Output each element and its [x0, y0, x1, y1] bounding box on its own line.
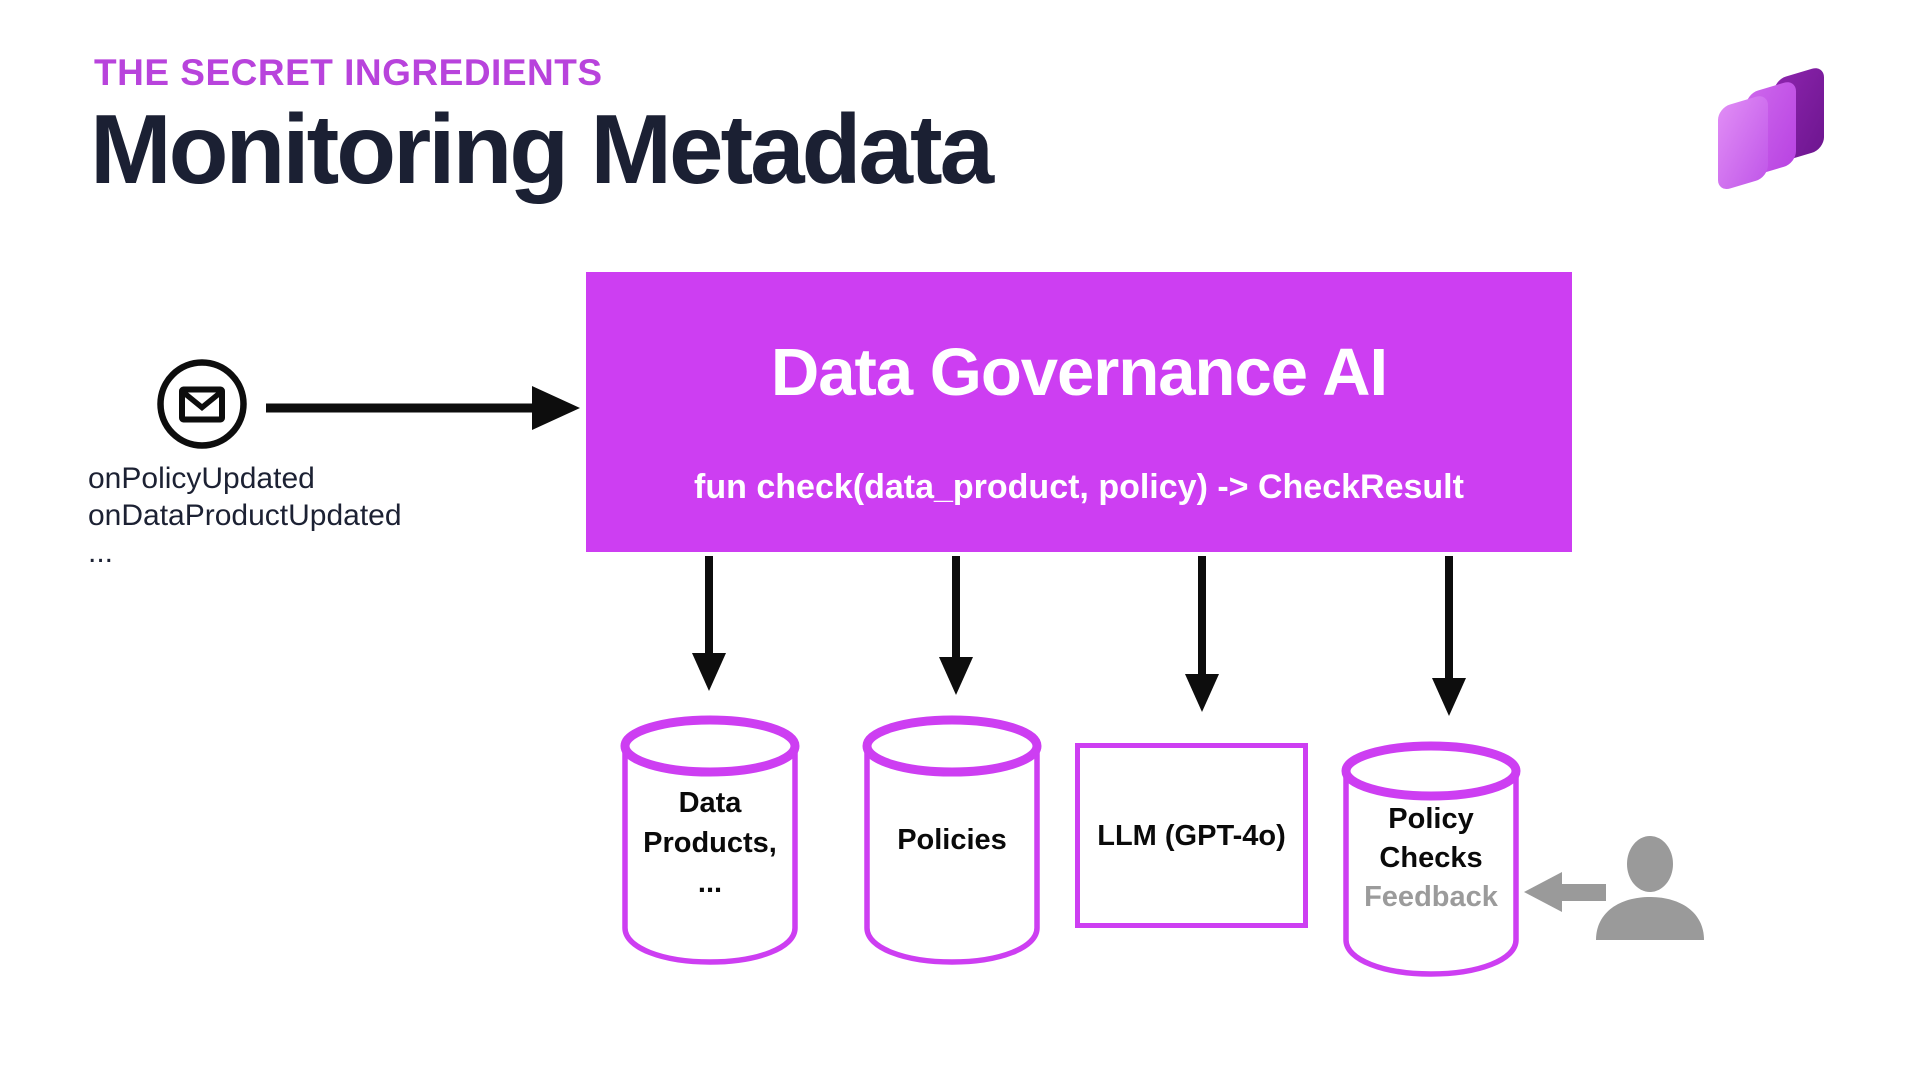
cylinder-policies — [862, 715, 1042, 965]
store-label-line: Products, — [643, 827, 777, 859]
event-item: onDataProductUpdated — [88, 499, 402, 532]
store-label-line: Policy — [1388, 802, 1474, 835]
store-label-line: Data — [678, 787, 742, 819]
event-item: onPolicyUpdated — [88, 462, 315, 495]
slide-eyebrow: THE SECRET INGREDIENTS — [94, 52, 603, 93]
flow-arrow-policies — [939, 556, 973, 695]
cylinder-data-products — [620, 715, 800, 965]
event-arrow — [266, 386, 580, 430]
envelope-icon — [157, 359, 247, 449]
store-label-line: Checks — [1379, 841, 1483, 874]
brand-logo-icon — [1718, 68, 1824, 189]
llm-box-label: LLM (GPT-4o) — [1075, 743, 1308, 928]
event-item: ... — [88, 536, 114, 569]
store-label-line: LLM (GPT-4o) — [1097, 819, 1286, 852]
store-label-line: ... — [697, 867, 723, 899]
flow-arrow-data-products — [692, 556, 726, 691]
llm-box — [1075, 743, 1308, 928]
feedback-label: Feedback — [1364, 880, 1498, 913]
user-icon — [1596, 836, 1704, 940]
ai-box-signature: fun check(data_product, policy) -> Check… — [694, 468, 1464, 506]
flow-arrow-llm — [1185, 556, 1219, 712]
ai-box: Data Governance AI fun check(data_produc… — [586, 272, 1572, 552]
page-title: Monitoring Metadata — [90, 94, 994, 204]
cylinder-data-products-label: Data Products, ... — [620, 758, 800, 928]
cylinder-policies-label: Policies — [862, 714, 1042, 966]
event-list: onPolicyUpdated onDataProductUpdated ... — [88, 460, 402, 571]
cylinder-policy-checks-label: Policy Checks Feedback — [1341, 742, 1521, 974]
ai-box-title: Data Governance AI — [770, 335, 1388, 410]
store-label-line: Policies — [897, 824, 1007, 856]
cylinder-policy-checks — [1341, 741, 1521, 977]
flow-arrow-policy-checks — [1432, 556, 1466, 716]
